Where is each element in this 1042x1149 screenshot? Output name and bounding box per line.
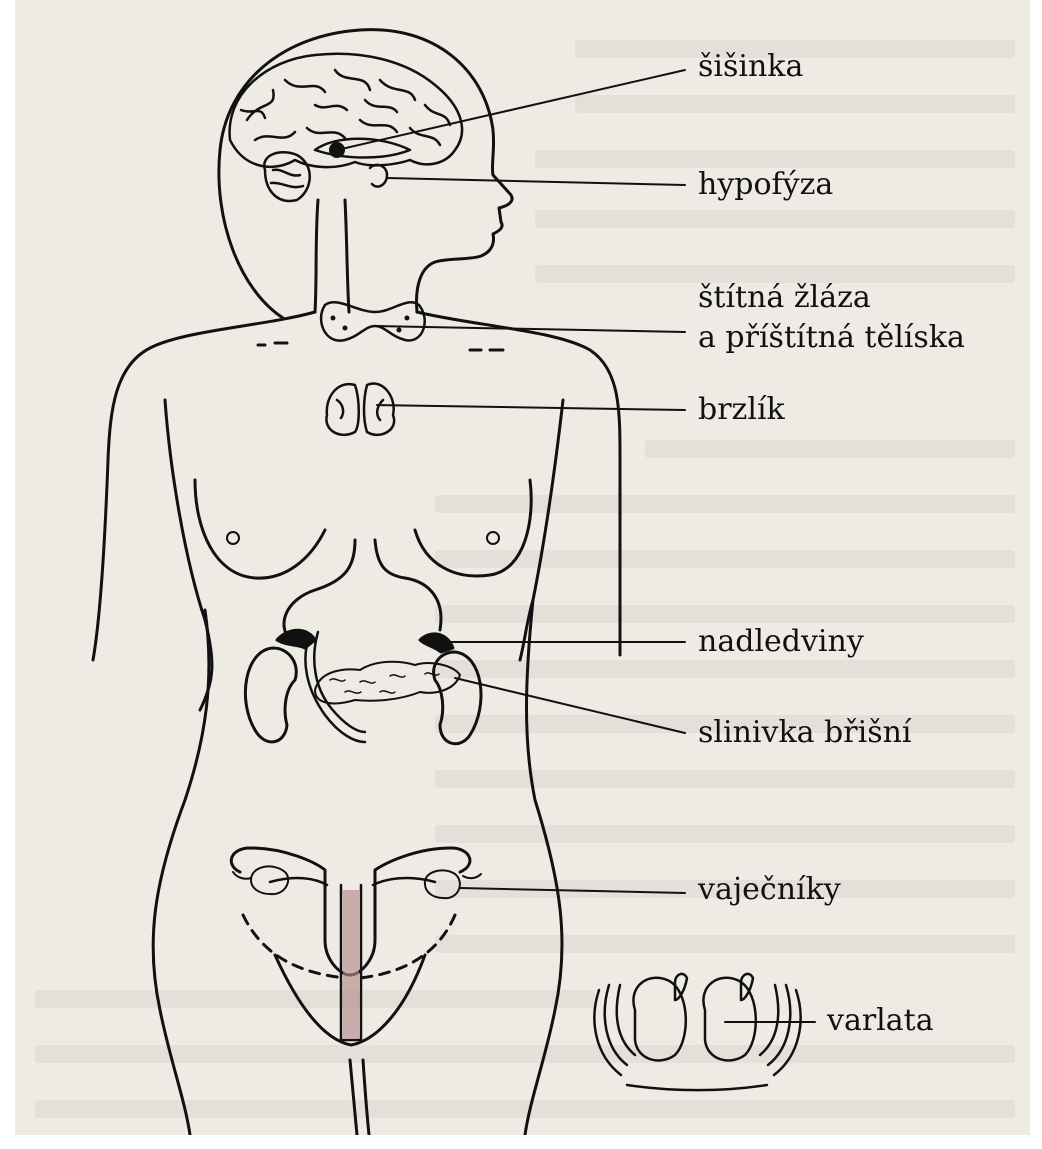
- label-nadledviny: nadledviny: [698, 627, 864, 657]
- uterus-stripes: [343, 890, 359, 1038]
- leader-line-slinivka: [455, 678, 685, 733]
- label-varlata: varlata: [827, 1006, 934, 1036]
- leader-line-vajecniky: [460, 888, 685, 893]
- torso-right-outline: [417, 312, 620, 655]
- testes-illustration: [594, 974, 800, 1090]
- left-kidney: [245, 648, 296, 742]
- parathyroid-glands: [331, 316, 410, 333]
- pituitary-gland: [370, 165, 387, 187]
- label-hypofyza: hypofýza: [698, 170, 833, 200]
- breasts: [195, 480, 531, 578]
- body-left-side: [153, 610, 209, 1135]
- right-ovary: [425, 870, 460, 898]
- neck-outline: [315, 200, 349, 312]
- ureter: [305, 632, 365, 742]
- thyroid-gland: [321, 302, 425, 340]
- leader-line-sisinka: [337, 70, 685, 150]
- collarbone-marks: [258, 343, 503, 350]
- endocrine-system-diagram: [15, 0, 1030, 1135]
- left-nipple: [227, 532, 239, 544]
- leader-line-brzlik: [377, 405, 685, 410]
- leader-line-hypofyza: [387, 178, 685, 185]
- thymus: [326, 384, 394, 435]
- right-nipple: [487, 532, 499, 544]
- right-arm-inner: [520, 400, 563, 660]
- right-kidney: [434, 652, 481, 744]
- label-vajecniky: vaječníky: [698, 875, 841, 905]
- label-pristitna-teliska: a příštítná tělíska: [698, 323, 965, 353]
- label-brzlik: brzlík: [698, 395, 785, 425]
- label-stitna-zlaza: štítná žláza: [698, 283, 871, 313]
- leg-inner-line: [350, 1060, 369, 1135]
- label-slinivka: slinivka břišní: [698, 718, 912, 748]
- left-arm-inner: [165, 400, 212, 710]
- body-right-side: [525, 600, 562, 1135]
- label-sisinka: šišinka: [698, 52, 803, 82]
- torso-left-outline: [93, 312, 315, 660]
- fallopian-tubes: [233, 872, 481, 879]
- pancreas-texture: [330, 673, 439, 693]
- figure-frame: šišinka hypofýza štítná žláza a příštítn…: [15, 0, 1030, 1135]
